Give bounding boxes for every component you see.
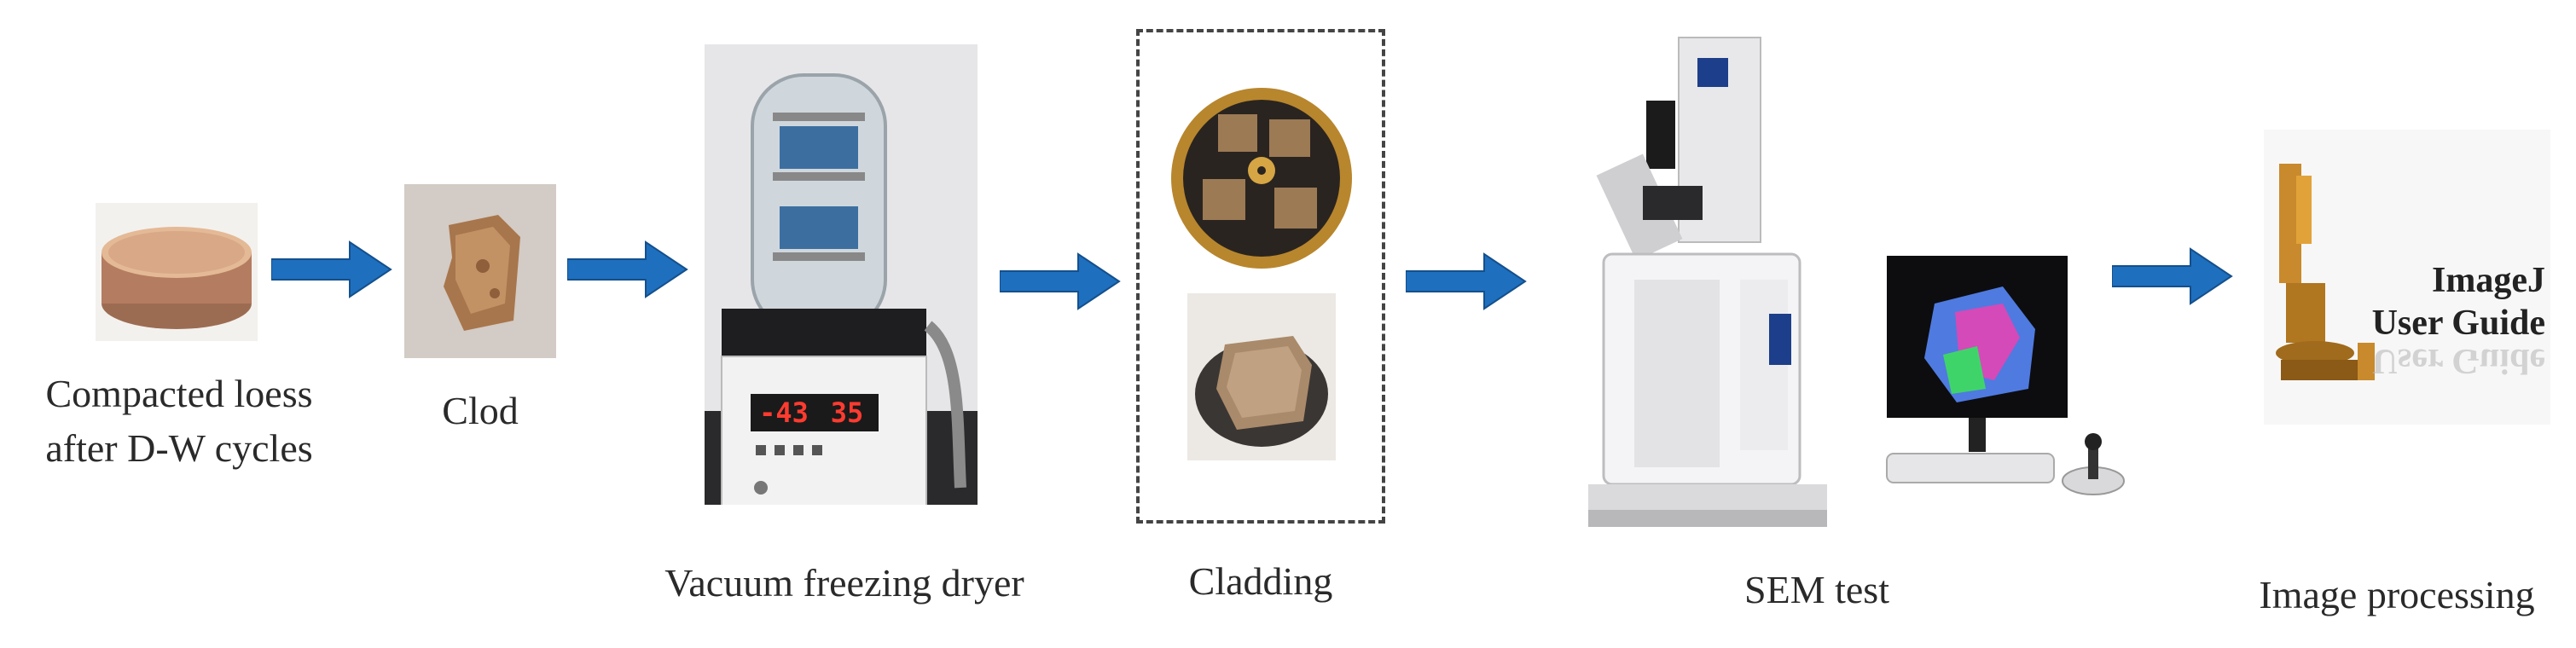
- clod-photo: [404, 184, 556, 358]
- flow-arrow-5: [2112, 247, 2233, 305]
- sem-joystick-photo: [2059, 430, 2127, 498]
- cladding-dashed-box: [1136, 29, 1385, 524]
- dryer-display-right: 35: [830, 396, 864, 429]
- imagej-title-line1: ImageJ: [2432, 261, 2545, 300]
- imagej-title-line2: User Guide: [2371, 304, 2545, 343]
- dryer-display-left: -43: [759, 396, 809, 429]
- flow-arrow-3: [1000, 252, 1121, 310]
- cladding-holder-photo: [1169, 85, 1355, 271]
- step-label-image-processing: Image processing: [2259, 573, 2535, 616]
- flow-arrow-4: [1406, 252, 1527, 310]
- compacted-loess-photo: [96, 203, 258, 341]
- flow-arrow-2: [567, 240, 688, 298]
- step-label-sem-test: SEM test: [1744, 568, 1889, 611]
- sem-monitor-photo: [1883, 252, 2071, 500]
- cladding-sample-photo: [1187, 293, 1336, 460]
- step-label-compacted-loess: Compacted loess after D-W cycles: [45, 372, 313, 470]
- imagej-book-cover: ImageJ User Guide User Guide: [2264, 130, 2550, 425]
- vacuum-freezing-dryer-photo: -43 35: [705, 44, 978, 505]
- step-label-cladding: Cladding: [1188, 559, 1333, 603]
- flow-arrow-1: [271, 240, 392, 298]
- step-label-vacuum-freezing-dryer: Vacuum freezing dryer: [664, 561, 1024, 605]
- imagej-title-reflection: User Guide: [2371, 341, 2545, 380]
- sem-instrument-photo: [1552, 24, 1868, 544]
- step-label-clod: Clod: [442, 389, 519, 432]
